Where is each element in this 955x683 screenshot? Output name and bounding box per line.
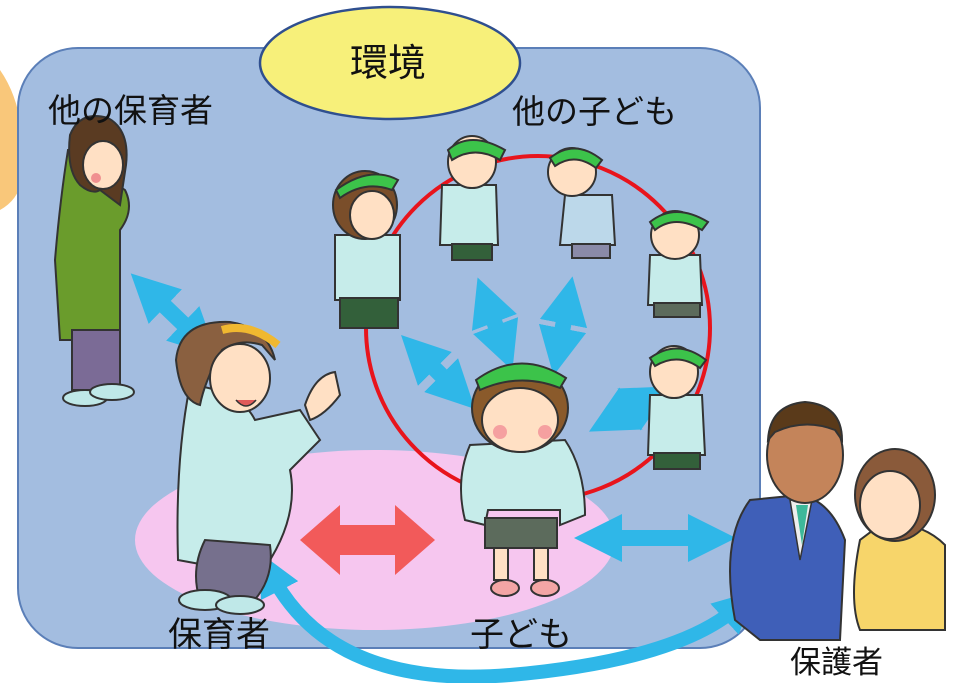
other-children-label: 他の子ども	[512, 92, 677, 131]
teacher-figure	[174, 320, 342, 615]
other-child-figure	[332, 135, 710, 470]
child-figure	[460, 362, 587, 597]
child-label: 子ども	[470, 615, 572, 655]
other-teachers-label: 他の保育者	[48, 91, 213, 130]
environment-ellipse	[258, 5, 522, 121]
main-arrow	[300, 505, 435, 575]
other-teacher-figure	[53, 115, 135, 407]
teacher-label: 保育者	[168, 615, 270, 655]
guardian-label: 保護者	[790, 645, 883, 681]
guardian-figures	[729, 400, 946, 641]
curved-arrow	[260, 553, 756, 683]
environment-label: 環境	[350, 41, 427, 85]
